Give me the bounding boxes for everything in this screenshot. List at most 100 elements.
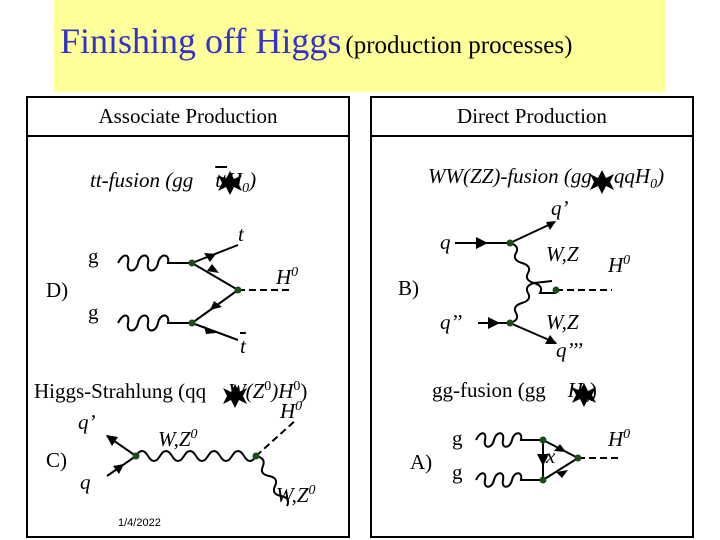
- reaction-arrow-icons: [218, 170, 614, 408]
- q-double-prime-label: q’’: [440, 310, 463, 334]
- q-label: q: [440, 230, 451, 254]
- vertex: [506, 319, 514, 327]
- vertex: [552, 286, 560, 294]
- higgs-label-d: H0: [276, 266, 298, 288]
- higgs-label-a: H0: [608, 428, 630, 450]
- gluon-label-1: g: [88, 244, 99, 268]
- title-main: Finishing off Higgs: [60, 21, 342, 61]
- gluon-line-1: [117, 254, 192, 272]
- title-text: 0: [293, 379, 301, 394]
- title-band: [54, 0, 666, 92]
- outgoing-q-prime-line: [509, 221, 556, 244]
- title-text: H: [226, 168, 243, 192]
- w-propagator: [135, 450, 257, 462]
- title-text: W(Z: [228, 379, 265, 403]
- reaction-arrow-icon: [223, 384, 247, 408]
- higgs-text: 0: [295, 399, 303, 414]
- vertex: [539, 436, 547, 444]
- quark-loop-arrow-bottom: [556, 470, 568, 478]
- vertex: [188, 259, 196, 267]
- wz-text: 0: [190, 427, 198, 442]
- w-lower-label: W,Z: [546, 310, 579, 334]
- reaction-arrow-icon: [572, 383, 596, 407]
- ww-fusion-title: WW(ZZ)-fusion (gg qqH0): [428, 166, 664, 192]
- quark-loop-arrow-side: [537, 454, 549, 466]
- ww-fusion-diagram: [455, 221, 612, 344]
- higgs-text: H: [280, 399, 296, 423]
- gluon-label-2: g: [452, 460, 463, 484]
- higgs-text: H: [608, 253, 624, 277]
- vertex: [132, 452, 140, 460]
- antitop-arrow: [204, 326, 216, 334]
- quark-loop-bottom: [542, 457, 579, 481]
- outgoing-q-prime-arrow: [546, 221, 556, 230]
- diagram-letter-a: A): [410, 450, 433, 474]
- vertex: [539, 476, 547, 484]
- internal-quark-arrow: [207, 264, 219, 273]
- higgs-text: H: [276, 265, 292, 289]
- reaction-arrow-icon: [218, 171, 242, 195]
- title-text: WW(ZZ)-fusion (gg: [428, 164, 592, 188]
- w-outgoing: [255, 455, 290, 507]
- page-title: Finishing off Higgs (production processe…: [60, 20, 572, 62]
- loop-x-label: x: [546, 444, 556, 468]
- title-text: ): [589, 378, 597, 402]
- gluon-line-2: [117, 314, 192, 332]
- vertex: [506, 239, 514, 247]
- top-quark-arrow: [204, 253, 216, 262]
- diagram-letter-b: B): [398, 276, 419, 300]
- wz-text: 0: [308, 483, 316, 498]
- title-text: tt-fusion (gg: [90, 168, 194, 192]
- vertex: [574, 454, 582, 462]
- higgs-text: 0: [291, 265, 299, 280]
- gluon-a-1: [475, 432, 543, 448]
- diagram-letter-c: C): [46, 448, 67, 472]
- title-text: ): [657, 164, 665, 188]
- higgs-text: H: [608, 427, 624, 451]
- associate-production-header: Associate Production: [28, 98, 348, 137]
- incoming-q-arrow: [476, 237, 488, 249]
- higgs-text: 0: [623, 427, 631, 442]
- wz-text: W,Z: [276, 483, 309, 507]
- title-text: )H: [271, 379, 294, 403]
- wz-out-label: W,Z0: [276, 484, 316, 506]
- direct-production-panel: Direct Production: [370, 96, 694, 538]
- reaction-arrow-icon: [590, 170, 614, 194]
- gluon-label-2: g: [88, 300, 99, 324]
- q-label: q: [80, 470, 91, 494]
- gg-fusion-diagram: [475, 432, 622, 488]
- title-text: Higgs-Strahlung (qq: [34, 379, 207, 403]
- title-text: gg-fusion (gg: [432, 378, 546, 402]
- title-text: tt: [215, 168, 227, 192]
- title-text: 0: [242, 181, 250, 197]
- title-text: qqH: [613, 164, 651, 188]
- gluon-a-2: [475, 472, 543, 488]
- top-quark-label: t: [238, 222, 244, 246]
- quark-arrow: [113, 464, 124, 474]
- vertex: [188, 319, 196, 327]
- w-upper-label: W,Z: [546, 242, 579, 266]
- higgs-label-b: H0: [608, 254, 630, 276]
- higgs-label-c: H0: [280, 400, 302, 422]
- wz-text: W,Z: [158, 427, 191, 451]
- title-text: ): [249, 168, 257, 192]
- wz-label: W,Z0: [158, 428, 198, 450]
- quark-loop-arrow-top: [554, 444, 566, 452]
- antitop-line: [191, 322, 239, 341]
- direct-production-header: Direct Production: [372, 98, 692, 137]
- diagram-letter-d: D): [46, 278, 69, 302]
- q-triple-prime-label: q’’’: [556, 338, 583, 362]
- tt-fusion-diagram: [117, 244, 290, 341]
- title-sub: (production processes): [345, 32, 573, 59]
- tt-fusion-title: tt-fusion (gg ttH0): [90, 170, 256, 196]
- antitop-label: t: [240, 334, 246, 358]
- quark-prime-arrow: [106, 435, 118, 446]
- title-text: 0: [650, 177, 658, 193]
- vertex: [252, 452, 260, 460]
- higgs-strahlung-diagram: [106, 419, 297, 507]
- w-line-lower: [509, 280, 553, 324]
- title-text: H: [567, 378, 583, 402]
